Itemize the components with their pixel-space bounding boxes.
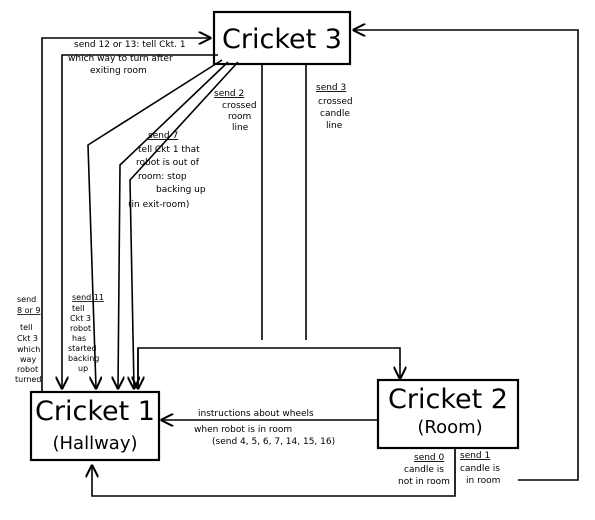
svg-text:send 0: send 0 <box>414 453 445 463</box>
edge-c1-to-c3-top <box>41 38 210 392</box>
cricket1-subtitle: (Hallway) <box>52 433 137 454</box>
svg-text:tell Ckt 1 that: tell Ckt 1 that <box>138 145 200 155</box>
svg-text:line: line <box>326 121 343 131</box>
label-send11: send 11 tell Ckt 3 robot has started bac… <box>68 293 104 373</box>
label-wheels: instructions about wheels when robot is … <box>194 409 335 447</box>
svg-text:which: which <box>17 345 40 354</box>
cricket2-subtitle: (Room) <box>417 417 482 438</box>
svg-text:room: stop: room: stop <box>138 172 187 182</box>
edge-c1-send11 <box>87 59 223 388</box>
svg-text:send 1: send 1 <box>460 451 490 461</box>
svg-text:crossed: crossed <box>222 101 257 111</box>
edge-c3-send7 <box>118 61 229 388</box>
svg-text:robot is out of: robot is out of <box>136 158 200 168</box>
svg-text:backing up: backing up <box>156 185 206 195</box>
svg-text:started: started <box>68 344 97 353</box>
svg-text:candle is: candle is <box>404 465 444 475</box>
svg-text:Ckt 3: Ckt 3 <box>70 314 91 323</box>
svg-text:exiting room: exiting room <box>90 66 147 76</box>
cricket3-node: Cricket 3 <box>212 10 352 66</box>
edge-c3-to-c1-left <box>62 54 218 388</box>
svg-text:candle: candle <box>320 109 350 119</box>
svg-text:send 11: send 11 <box>72 293 104 302</box>
label-send1: send 1 candle is in room <box>460 451 500 486</box>
svg-text:candle is: candle is <box>460 464 500 474</box>
label-send7: send 7 tell Ckt 1 that robot is out of r… <box>128 131 206 210</box>
svg-text:turned: turned <box>15 375 41 384</box>
label-send8: send 8 or 9 tell Ckt 3 which way robot t… <box>15 295 41 384</box>
label-send3: send 3 crossed candle line <box>316 83 353 131</box>
svg-text:robot: robot <box>17 365 38 374</box>
svg-text:has: has <box>72 334 86 343</box>
edge-merge-to-c2 <box>137 347 400 388</box>
svg-text:8 or 9: 8 or 9 <box>17 306 40 315</box>
svg-text:up: up <box>78 364 88 373</box>
svg-text:when robot is in room: when robot is in room <box>194 425 292 435</box>
cricket1-title: Cricket 1 <box>35 396 155 427</box>
svg-text:Ckt 3: Ckt 3 <box>17 334 38 343</box>
svg-text:(send 4, 5, 6, 7, 14, 15, 16): (send 4, 5, 6, 7, 14, 15, 16) <box>212 437 335 447</box>
svg-text:robot: robot <box>70 324 91 333</box>
svg-text:(in exit-room): (in exit-room) <box>128 200 189 210</box>
label-top-send12: send 12 or 13: tell Ckt. 1 which way to … <box>68 40 186 76</box>
svg-text:line: line <box>232 123 249 133</box>
svg-text:backing: backing <box>68 354 99 363</box>
cricket3-title: Cricket 3 <box>222 24 342 55</box>
label-send2: send 2 crossed room line <box>214 89 257 133</box>
cricket2-title: Cricket 2 <box>388 384 508 415</box>
edge-c2-to-c3-right <box>354 30 579 481</box>
svg-text:not in room: not in room <box>398 477 450 487</box>
label-send0: send 0 candle is not in room <box>398 453 450 487</box>
svg-text:tell: tell <box>20 323 33 332</box>
svg-text:send 3: send 3 <box>316 83 346 93</box>
cricket1-node: Cricket 1 (Hallway) <box>29 390 161 462</box>
svg-text:in room: in room <box>466 476 500 486</box>
edge-c3-send7b <box>130 61 239 388</box>
svg-text:send: send <box>17 295 36 304</box>
svg-text:room: room <box>228 112 251 122</box>
svg-text:which way to turn after: which way to turn after <box>68 54 173 64</box>
svg-text:send 12 or 13: tell Ckt. 1: send 12 or 13: tell Ckt. 1 <box>74 40 186 50</box>
svg-text:send 7: send 7 <box>148 131 178 141</box>
cricket2-node: Cricket 2 (Room) <box>376 378 520 450</box>
svg-text:tell: tell <box>72 304 85 313</box>
svg-text:send 2: send 2 <box>214 89 244 99</box>
svg-text:crossed: crossed <box>318 97 353 107</box>
svg-text:way: way <box>20 355 36 364</box>
svg-text:instructions about wheels: instructions about wheels <box>198 409 314 419</box>
